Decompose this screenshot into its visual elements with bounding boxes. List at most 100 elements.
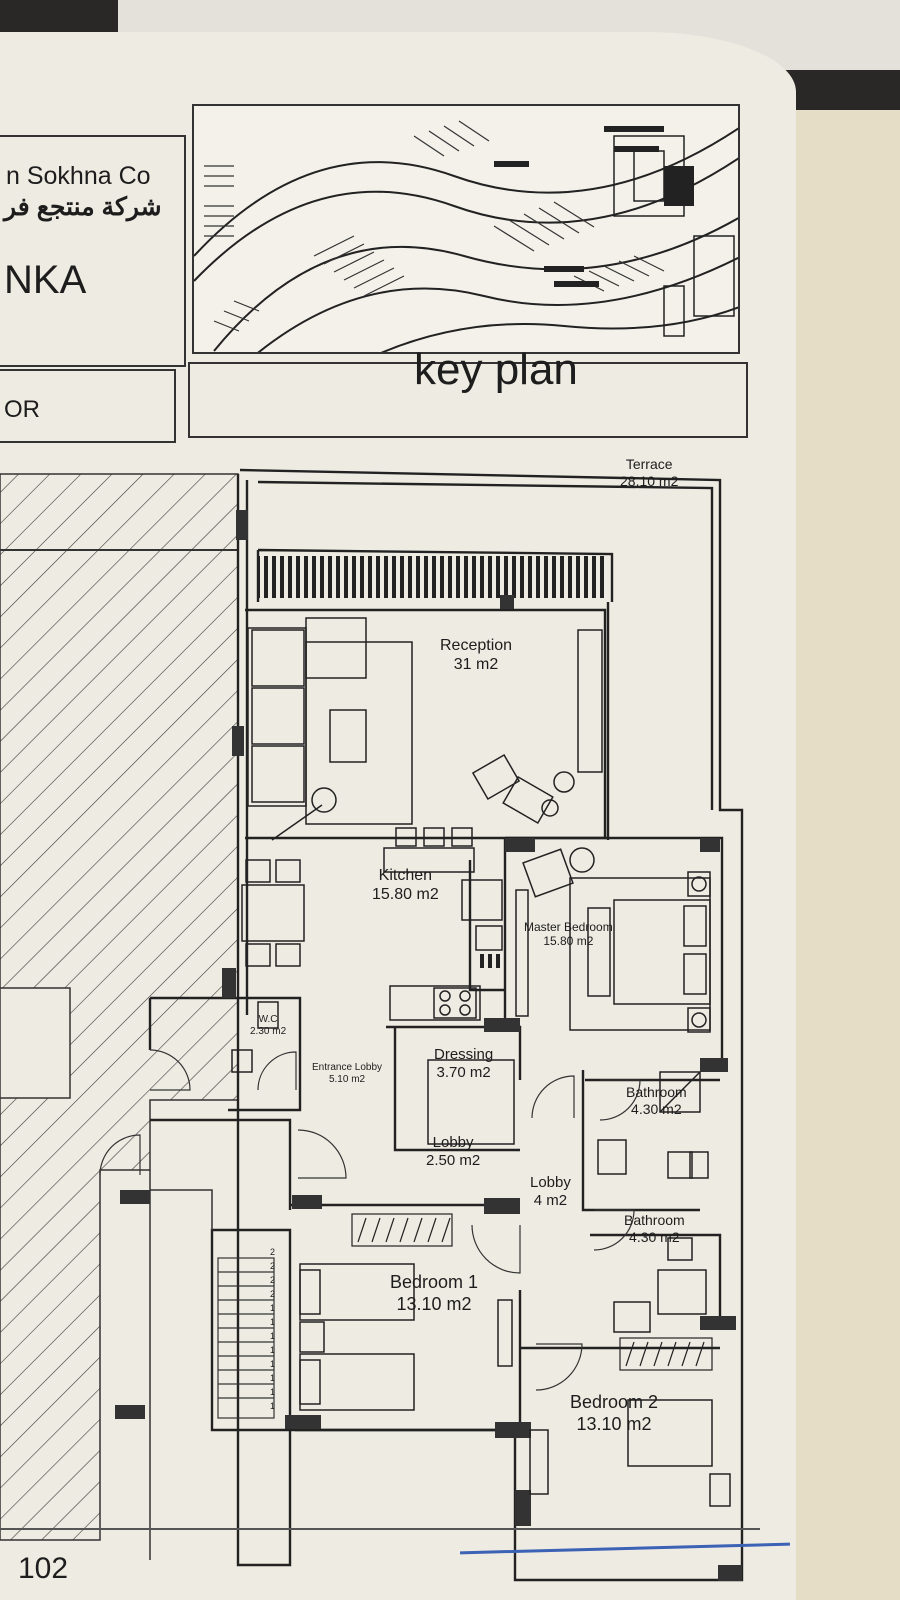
dining-chair: [245, 943, 271, 967]
side-table: [553, 771, 575, 793]
reception-wall: [245, 608, 607, 840]
column: [700, 838, 720, 852]
lamp-arm: [271, 804, 323, 841]
room-name: Lobby: [530, 1174, 571, 1191]
room-label-bathroom-1: Bathroom 4.30 m2: [626, 1084, 687, 1118]
bedroom-1-dresser: [497, 1299, 513, 1367]
room-label-wc: W.C 2.30 m2: [250, 1014, 286, 1038]
sofa-cushion: [251, 745, 305, 803]
bedroom-2-dresser: [529, 1429, 549, 1495]
room-label-bedroom-2: Bedroom 2 13.10 m2: [570, 1392, 658, 1435]
stair-treads: [218, 1271, 274, 1399]
bedroom-2-nightstand: [709, 1473, 731, 1507]
wardrobe-bedroom-1: [351, 1213, 453, 1247]
bar-stool: [395, 827, 417, 847]
floor-lamp: [311, 787, 337, 813]
kitchen-counter: [389, 985, 481, 1021]
bath1-basin: [597, 1139, 627, 1175]
stair-step-number: 2: [270, 1247, 276, 1257]
stair-step-number: 2: [270, 1289, 276, 1299]
entrance-walls: [148, 996, 292, 1210]
stair-step-number: 1: [270, 1345, 276, 1355]
column: [495, 1422, 531, 1438]
company-panel: [0, 135, 186, 367]
room-area: 28.10 m2: [620, 472, 679, 489]
wc-toilet: [257, 1001, 279, 1029]
internal-walls: [290, 836, 724, 1432]
room-label-bathroom-2: Bathroom 4.30 m2: [624, 1212, 685, 1246]
column: [700, 1316, 736, 1330]
project-name: NKA: [4, 258, 87, 302]
armchair: [471, 753, 521, 801]
dishwasher: [476, 954, 502, 968]
bedroom-1-pillow: [299, 1359, 321, 1405]
master-armchair: [522, 848, 574, 898]
room-name: Bathroom: [624, 1212, 685, 1228]
key-plan-panel: [188, 362, 748, 438]
room-area: 2.50 m2: [426, 1152, 481, 1169]
bedroom-1-bed: [299, 1353, 415, 1411]
key-plan-title: key plan: [414, 345, 578, 394]
stair-step-number: 2: [270, 1261, 276, 1271]
room-area: 31 m2: [453, 656, 499, 674]
room-label-terrace: Terrace 28.10 m2: [620, 456, 678, 490]
bath2-basin: [613, 1301, 651, 1333]
room-name: Kitchen: [378, 867, 433, 884]
sofa: [247, 627, 307, 807]
wardrobe-bedroom-2: [619, 1337, 713, 1371]
pillow: [683, 953, 707, 995]
door-swing: [535, 1343, 583, 1391]
door-swing: [149, 1049, 191, 1091]
stair-walls: [210, 1228, 292, 1432]
stair-step-number: 1: [270, 1387, 276, 1397]
column: [120, 1190, 150, 1204]
stair-numbers: 2 2 2 2 1 1 1 1 1 1 1 1: [270, 1247, 286, 1415]
fridge: [461, 879, 503, 921]
floor-plan: [0, 468, 744, 1582]
room-name: Reception: [440, 637, 513, 654]
dining-chair: [245, 859, 271, 883]
stair-step-number: 1: [270, 1359, 276, 1369]
room-label-lobby-1: Lobby 2.50 m2: [426, 1134, 480, 1170]
staircase: [217, 1257, 275, 1419]
terrace-band: [258, 556, 608, 598]
column: [484, 1018, 520, 1032]
sofa-cushion: [251, 687, 305, 745]
master-side-table: [569, 847, 595, 873]
room-name: Entrance Lobby: [312, 1062, 383, 1073]
room-area: 15.80 m2: [543, 934, 594, 949]
booklet-page: n Sokhna Co شركة منتجع فر NKA: [0, 32, 796, 1600]
room-area: 2.30 m2: [250, 1026, 287, 1037]
master-wardrobe: [515, 889, 529, 1017]
shower-drain: [659, 1071, 701, 1113]
dining-chair: [275, 859, 301, 883]
column: [236, 510, 248, 540]
dressing-unit: [427, 1059, 515, 1145]
stair-step-number: 2: [270, 1275, 276, 1285]
sofa-chaise: [305, 617, 367, 679]
company-name-ar: شركة منتجع فر: [4, 193, 162, 221]
sink: [475, 925, 503, 951]
bath2-toilet: [667, 1237, 693, 1261]
pillow: [683, 905, 707, 947]
bar-stool: [423, 827, 445, 847]
room-area: 4.30 m2: [631, 1100, 682, 1117]
footer-rule: [0, 1528, 760, 1530]
key-plan-image: [192, 104, 740, 354]
bath1-bidet: [689, 1151, 709, 1179]
key-plan-map: [194, 120, 738, 352]
stair-step-number: 1: [270, 1317, 276, 1327]
room-label-kitchen: Kitchen 15.80 m2: [372, 866, 439, 904]
floor-label: OR: [4, 396, 40, 423]
room-label-entrance-lobby: Entrance Lobby 5.10 m2: [312, 1062, 382, 1086]
floor-panel: [0, 369, 176, 443]
column: [292, 1195, 322, 1209]
sofa-cushion: [251, 629, 305, 687]
column: [232, 726, 244, 756]
outer-wall-inner: [245, 480, 714, 1015]
bedroom-1-nightstand: [299, 1321, 325, 1353]
column: [115, 1405, 145, 1419]
room-label-bedroom-1: Bedroom 1 13.10 m2: [390, 1272, 478, 1315]
shower: [659, 1071, 701, 1113]
room-name: Dressing: [434, 1046, 494, 1063]
